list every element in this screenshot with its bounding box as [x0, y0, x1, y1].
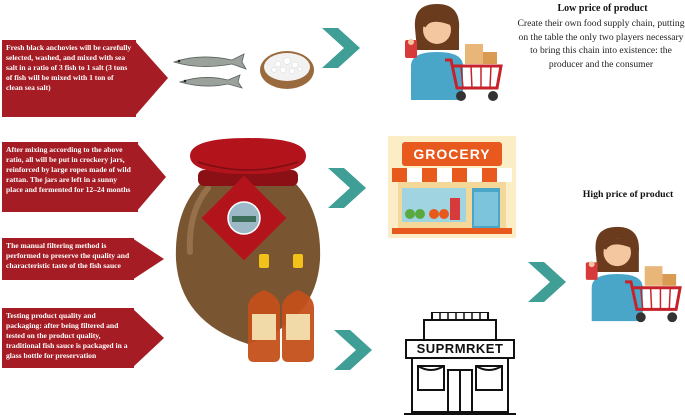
- low-price-description: Create their own food supply chain, putt…: [517, 18, 685, 70]
- supermarket-icon: SUPRMRKET: [402, 312, 518, 418]
- fish-sauce-bottles-icon: [248, 254, 314, 362]
- step-arrow-3: [132, 238, 164, 280]
- high-price-title: High price of product: [582, 189, 674, 200]
- step-text-3: The manual filtering method is performed…: [6, 241, 130, 271]
- step-box-2: After mixing according to the above rati…: [2, 142, 138, 212]
- chevron-arrow-3: [334, 330, 372, 370]
- step-arrow-4: [132, 308, 164, 368]
- grocery-store-icon: GROCERY: [388, 136, 516, 238]
- chevron-arrow-4: [528, 262, 566, 302]
- chevron-arrow-1: [322, 28, 360, 68]
- step-box-4: Testing product quality and packaging: a…: [2, 308, 134, 368]
- shopper-woman-cart-icon-bottom: [585, 226, 682, 323]
- step-arrow-1: [134, 40, 168, 117]
- chevron-arrow-2: [328, 168, 366, 208]
- low-price-title: Low price of product: [557, 3, 648, 14]
- anchovy-fish-icon: [172, 53, 247, 89]
- shopper-woman-cart-icon-top: [405, 4, 503, 101]
- supermarket-sign: SUPRMRKET: [416, 341, 504, 356]
- step-box-3: The manual filtering method is performed…: [2, 238, 134, 280]
- step-text-4: Testing product quality and packaging: a…: [6, 311, 128, 361]
- step-text-2: After mixing according to the above rati…: [6, 145, 131, 195]
- step-text-1: Fresh black anchovies will be carefully …: [6, 43, 132, 93]
- salt-bowl-icon: [260, 51, 314, 89]
- grocery-sign: GROCERY: [413, 146, 491, 162]
- step-arrow-2: [136, 142, 166, 212]
- step-box-1: Fresh black anchovies will be carefully …: [2, 40, 136, 117]
